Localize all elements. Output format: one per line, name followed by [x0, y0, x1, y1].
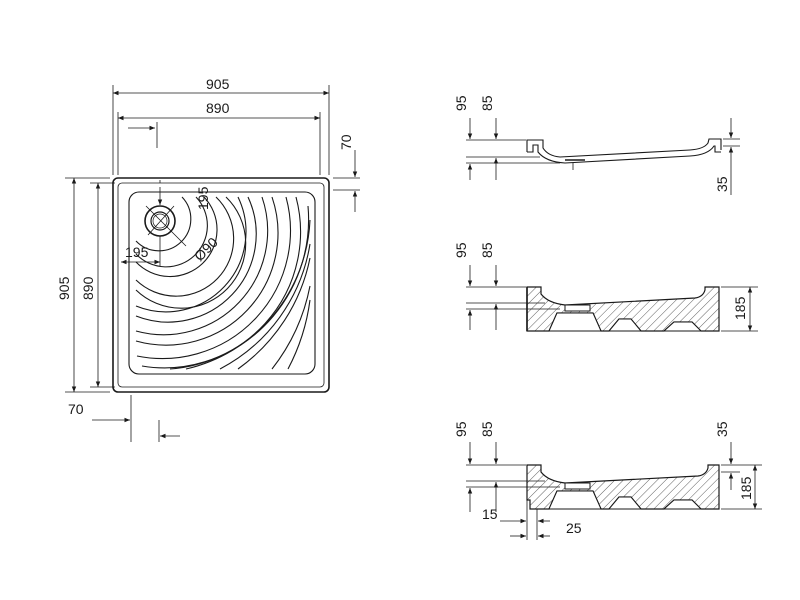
- section-bottom-85-label: 85: [479, 421, 495, 437]
- inner-width-label: 890: [206, 100, 230, 116]
- outer-height-label: 905: [56, 276, 72, 300]
- tray-outer-edge: [112, 177, 330, 393]
- section-bottom-25-label: 25: [566, 520, 582, 536]
- section-top-35-label: 35: [714, 176, 730, 192]
- plan-view: [65, 85, 360, 442]
- tray-inner-edge: [117, 182, 325, 388]
- section-view-middle: [466, 265, 758, 332]
- rim-left-label: 70: [68, 401, 84, 417]
- section-middle-185-label: 185: [732, 296, 748, 320]
- anti-slip-grooves: [135, 196, 311, 370]
- section-top-95-label: 95: [453, 95, 469, 111]
- section-view-top: [466, 118, 740, 195]
- section-middle-95-label: 95: [453, 242, 469, 258]
- section-bottom-95-label: 95: [453, 421, 469, 437]
- section-bottom-15-label: 15: [482, 506, 498, 522]
- outer-width-label: 905: [206, 76, 230, 92]
- section-top-85-label: 85: [479, 95, 495, 111]
- tray-floor: [128, 191, 316, 375]
- section-bottom-35-label: 35: [714, 421, 730, 437]
- inner-height-label: 890: [80, 276, 96, 300]
- rim-top-label: 70: [338, 134, 354, 150]
- section-view-bottom: [466, 442, 762, 540]
- drain-offset-x-label: 195: [125, 244, 149, 260]
- section-bottom-185-label: 185: [738, 476, 754, 500]
- drain-offset-y-label: 195: [195, 186, 211, 210]
- section-middle-85-label: 85: [479, 242, 495, 258]
